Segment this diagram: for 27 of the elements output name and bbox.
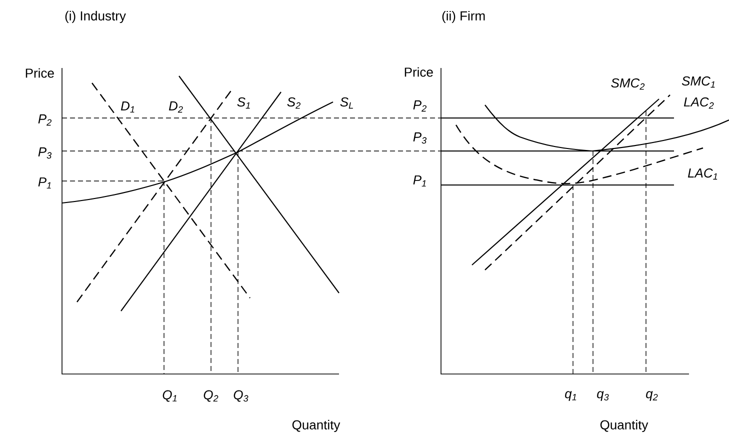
price-label: P$_{1}$	[38, 177, 51, 189]
panel-title: (ii) Firm	[442, 10, 485, 24]
curve-label: S$_{1}$	[237, 97, 250, 109]
curve-label: S$_{2}$	[287, 97, 300, 109]
price-label: P$_{2}$	[38, 114, 52, 126]
quantity-label: Q$_{1}$	[162, 390, 177, 402]
curve-label: LAC$_{2}$	[684, 97, 714, 109]
price-label: P$_{1}$	[413, 175, 426, 187]
axis-label: Quantity	[292, 420, 340, 432]
curve-label: LAC$_{1}$	[688, 168, 718, 180]
quantity-label: q$_{2}$	[646, 391, 658, 401]
price-label: P$_{2}$	[413, 100, 426, 112]
curve-label: D$_{1}$	[120, 101, 134, 113]
curve-label: S$_{L}$	[340, 97, 353, 109]
price-label: P$_{3}$	[38, 147, 52, 159]
quantity-label: q$_{1}$	[565, 391, 576, 401]
price-label: P$_{3}$	[413, 132, 427, 144]
curve-label: D$_{2}$	[168, 101, 183, 113]
curve-label: SMC$_{2}$	[611, 78, 645, 90]
panel-title: (i) Industry	[65, 10, 126, 24]
quantity-label: Q$_{3}$	[234, 390, 248, 402]
quantity-label: q$_{3}$	[597, 391, 609, 401]
quantity-label: Q$_{2}$	[204, 390, 218, 402]
axis-label: Price	[404, 67, 433, 77]
axis-label: Price	[26, 68, 54, 78]
axis-label: Quantity	[600, 420, 648, 432]
curve-label: SMC$_{1}$	[682, 76, 715, 88]
